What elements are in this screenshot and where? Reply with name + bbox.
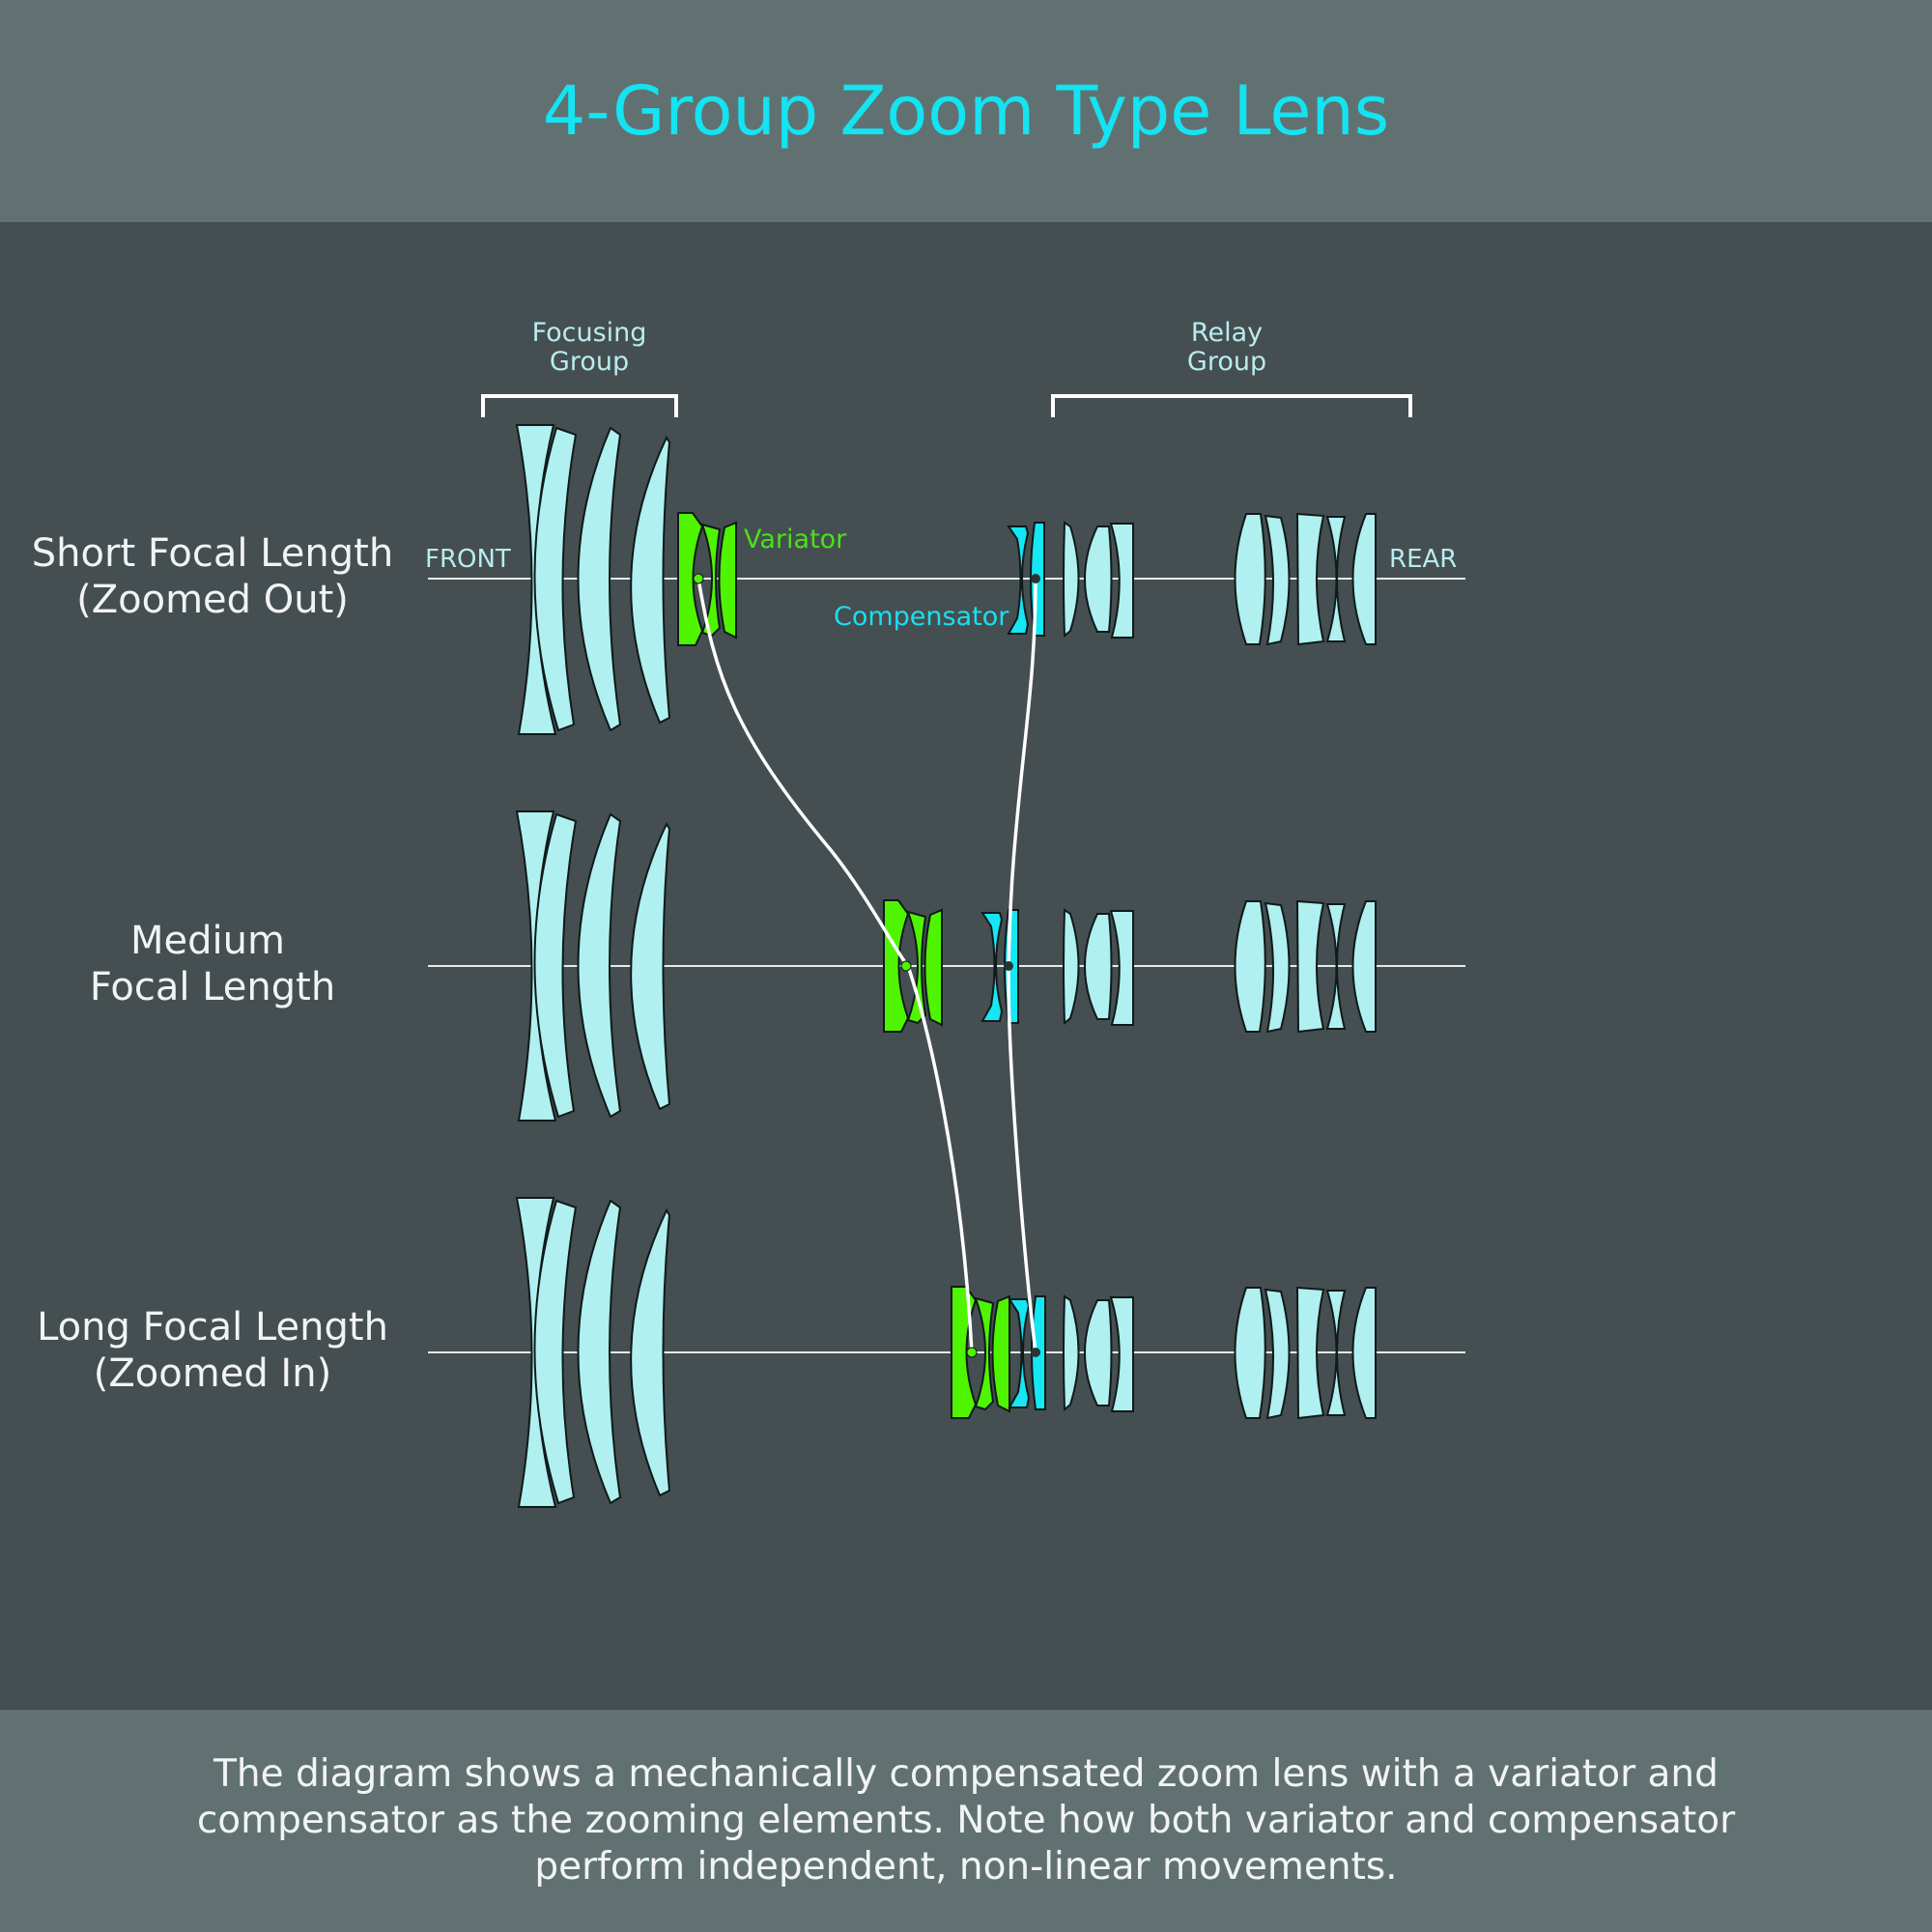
relay-lens-3	[1109, 910, 1134, 1026]
variator-lens-2	[974, 1296, 995, 1411]
relay-lens-8	[1351, 513, 1377, 645]
relay-lens-3	[1109, 1296, 1134, 1412]
variator-lens-2	[700, 523, 722, 638]
compensator-anchor-dot	[1031, 1348, 1040, 1357]
compensator-movement-path	[1007, 578, 1037, 1353]
relay-lens-5	[1264, 514, 1291, 646]
relay-lens-7	[1325, 516, 1347, 642]
relay-lens-7	[1325, 903, 1347, 1030]
variator-lens-3	[923, 908, 943, 1027]
relay-lens-5	[1264, 901, 1291, 1034]
front-lens-2	[533, 1199, 578, 1505]
relay-lens-4	[1234, 513, 1266, 645]
front-label: FRONT	[425, 545, 511, 574]
row-medium	[428, 810, 1465, 1122]
relay-lens-6	[1295, 512, 1325, 646]
relay-lens-6	[1295, 1286, 1325, 1420]
relay-lens-3	[1109, 523, 1134, 639]
row-medium-label-line2: Focal Length	[90, 965, 335, 1009]
front-lens-3	[577, 812, 622, 1119]
relay-group-label-line1: Relay	[1191, 318, 1263, 348]
relay-group-label-line2: Group	[1187, 347, 1266, 377]
relay-group-bracket	[1051, 394, 1412, 417]
row-medium-label-line1: Medium	[130, 919, 285, 963]
row-long-label-line1: Long Focal Length	[37, 1305, 388, 1350]
row-short	[428, 424, 1465, 735]
focusing-group-bracket	[481, 394, 678, 417]
front-lens-4	[630, 1208, 671, 1497]
variator	[883, 899, 943, 1033]
variator-label: Variator	[744, 525, 847, 554]
compensator-lens-1	[1007, 526, 1030, 635]
front-lens-2	[533, 426, 578, 732]
relay-lens-5	[1264, 1288, 1291, 1420]
relay-lens-8	[1351, 900, 1377, 1033]
focusing-group	[515, 424, 671, 735]
footer-band: The diagram shows a mechanically compens…	[0, 1710, 1932, 1932]
relay-lens-4	[1234, 1287, 1266, 1419]
row-short-label-line1: Short Focal Length	[32, 531, 393, 576]
compensator-anchor-dot	[1004, 961, 1013, 971]
focusing-group	[515, 810, 671, 1122]
page-title: 4-Group Zoom Type Lens	[542, 71, 1390, 151]
relay-lens-2	[1084, 526, 1113, 633]
compensator-lens-1	[1008, 1298, 1031, 1408]
compensator-lens-1	[980, 912, 1004, 1022]
row-long-label-line2: (Zoomed In)	[94, 1351, 331, 1396]
variator-anchor-dot	[966, 1347, 978, 1358]
relay-lens-7	[1325, 1290, 1347, 1416]
variator-lens-3	[718, 521, 737, 639]
front-lens-3	[577, 426, 622, 732]
focusing-group-label-line2: Group	[550, 347, 629, 377]
compensator-anchor-dot	[1031, 574, 1040, 583]
focusing-group	[515, 1197, 671, 1508]
relay-lens-4	[1234, 900, 1266, 1033]
relay-lens-1	[1063, 521, 1080, 639]
variator-anchor-dot	[900, 960, 912, 972]
relay-group	[1063, 899, 1377, 1034]
header-band: 4-Group Zoom Type Lens	[0, 0, 1932, 222]
relay-lens-2	[1084, 913, 1113, 1020]
relay-lens-6	[1295, 899, 1325, 1034]
relay-lens-8	[1351, 1287, 1377, 1419]
rear-label: REAR	[1389, 545, 1457, 574]
front-lens-3	[577, 1199, 622, 1505]
front-lens-2	[533, 812, 578, 1119]
relay-lens-1	[1063, 908, 1080, 1026]
variator-movement-path	[696, 578, 974, 1353]
front-lens-4	[630, 435, 671, 724]
relay-lens-2	[1084, 1299, 1113, 1406]
relay-group	[1063, 1286, 1377, 1420]
relay-lens-1	[1063, 1294, 1080, 1412]
row-short-label-line2: (Zoomed Out)	[76, 578, 349, 622]
variator-lens-3	[991, 1294, 1010, 1413]
compensator-label: Compensator	[834, 602, 1009, 632]
variator-lens-2	[906, 910, 927, 1025]
relay-group	[1063, 512, 1377, 646]
diagram-caption: The diagram shows a mechanically compens…	[196, 1752, 1736, 1889]
variator	[677, 512, 737, 646]
variator-anchor-dot	[693, 573, 704, 584]
front-lens-4	[630, 821, 671, 1111]
row-long	[428, 1197, 1465, 1508]
focusing-group-label-line1: Focusing	[532, 318, 647, 348]
